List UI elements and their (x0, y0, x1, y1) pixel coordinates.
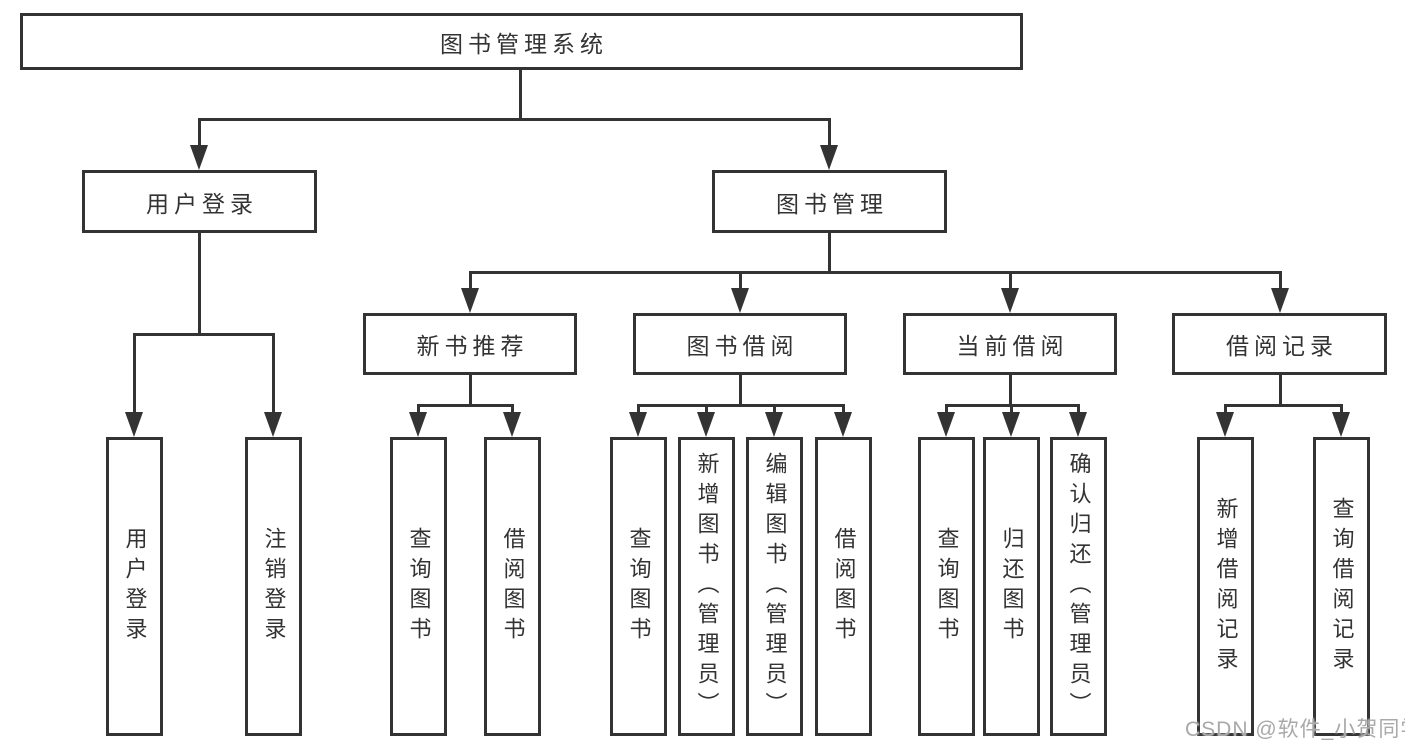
node-book-borrowing: 图书借阅 (633, 313, 847, 375)
watermark: CSDN @软件_小贺同学 (1185, 718, 1405, 741)
arrow-down-icon (1332, 412, 1350, 437)
connector-line (1077, 404, 1080, 418)
connector-line (637, 404, 640, 418)
arrow-down-icon (820, 145, 838, 170)
connector-line (1279, 375, 1282, 407)
leaf-add-borrow-record: 新增借阅记录 (1197, 437, 1254, 736)
connector-line (637, 404, 845, 407)
node-label: 新书推荐 (416, 333, 529, 359)
arrow-down-icon (125, 412, 143, 437)
connector-line (945, 404, 948, 418)
arrow-down-icon (1271, 288, 1289, 313)
leaf-user-login: 用户登录 (106, 437, 163, 736)
node-label: 新增借阅记录 (1213, 496, 1239, 677)
node-label: 借阅图书 (500, 526, 526, 647)
leaf-query-books-recommend: 查询图书 (390, 437, 447, 736)
node-current-borrowing: 当前借阅 (903, 313, 1117, 375)
node-label: 查询图书 (626, 526, 652, 647)
node-label: 当前借阅 (956, 333, 1069, 359)
connector-line (519, 70, 522, 120)
arrow-down-icon (697, 412, 715, 437)
connector-line (133, 333, 136, 417)
leaf-logout: 注销登录 (245, 437, 302, 736)
leaf-borrow-books: 借阅图书 (815, 437, 872, 736)
node-label: 查询借阅记录 (1329, 496, 1355, 677)
connector-line (1009, 375, 1012, 407)
node-label: 注销登录 (261, 526, 287, 647)
connector-line (198, 118, 831, 121)
connector-line (469, 271, 1282, 274)
connector-line (198, 233, 201, 335)
node-label: 编辑图书（管理员） (762, 451, 788, 722)
node-label: 图书管理系统 (440, 30, 608, 57)
connector-line (828, 118, 831, 150)
leaf-query-books-borrowing: 查询图书 (610, 437, 667, 736)
arrow-down-icon (629, 412, 647, 437)
arrow-down-icon (765, 412, 783, 437)
leaf-return-books: 归还图书 (983, 437, 1040, 736)
leaf-add-books-admin: 新增图书（管理员） (678, 437, 735, 736)
connector-line (1224, 404, 1227, 418)
connector-line (1224, 404, 1342, 407)
connector-line (828, 233, 831, 274)
leaf-query-borrow-record: 查询借阅记录 (1313, 437, 1370, 736)
leaf-query-books-current: 查询图书 (918, 437, 975, 736)
node-label: 归还图书 (999, 526, 1025, 647)
arrow-down-icon (264, 412, 282, 437)
connector-line (705, 404, 708, 418)
arrow-down-icon (834, 412, 852, 437)
connector-line (511, 404, 514, 418)
connector-line (272, 333, 275, 417)
connector-line (133, 333, 275, 336)
leaf-confirm-return-admin: 确认归还（管理员） (1050, 437, 1107, 736)
node-book-management: 图书管理 (712, 170, 947, 233)
connector-line (198, 118, 201, 150)
arrow-down-icon (461, 288, 479, 313)
arrow-down-icon (1216, 412, 1234, 437)
node-label: 确认归还（管理员） (1066, 451, 1092, 722)
connector-line (469, 375, 472, 407)
arrow-down-icon (731, 288, 749, 313)
connector-line (1009, 271, 1012, 293)
node-label: 图书管理 (776, 190, 888, 217)
connector-line (842, 404, 845, 418)
node-label: 借阅记录 (1226, 333, 1338, 359)
arrow-down-icon (503, 412, 521, 437)
node-user-login: 用户登录 (82, 170, 317, 233)
node-label: 查询图书 (934, 526, 960, 647)
arrow-down-icon (409, 412, 427, 437)
node-label: 图书借阅 (686, 333, 799, 359)
connector-line (1279, 271, 1282, 293)
leaf-edit-books-admin: 编辑图书（管理员） (746, 437, 803, 736)
connector-line (739, 271, 742, 293)
arrow-down-icon (1001, 288, 1019, 313)
connector-line (417, 404, 514, 407)
node-root-library-system: 图书管理系统 (20, 13, 1023, 70)
connector-line (1340, 404, 1343, 418)
node-label: 新增图书（管理员） (694, 451, 720, 722)
node-label: 用户登录 (122, 526, 148, 647)
node-new-book-recommend: 新书推荐 (363, 313, 577, 375)
node-label: 查询图书 (406, 526, 432, 647)
arrow-down-icon (1069, 412, 1087, 437)
node-label: 借阅图书 (831, 526, 857, 647)
arrow-down-icon (937, 412, 955, 437)
leaf-borrow-books-recommend: 借阅图书 (484, 437, 541, 736)
connector-line (1010, 404, 1013, 418)
arrow-down-icon (190, 145, 208, 170)
connector-line (469, 271, 472, 293)
node-label: 用户登录 (146, 190, 258, 217)
connector-line (417, 404, 420, 418)
connector-line (773, 404, 776, 418)
node-borrow-records: 借阅记录 (1172, 313, 1387, 375)
arrow-down-icon (1002, 412, 1020, 437)
connector-line (739, 375, 742, 407)
